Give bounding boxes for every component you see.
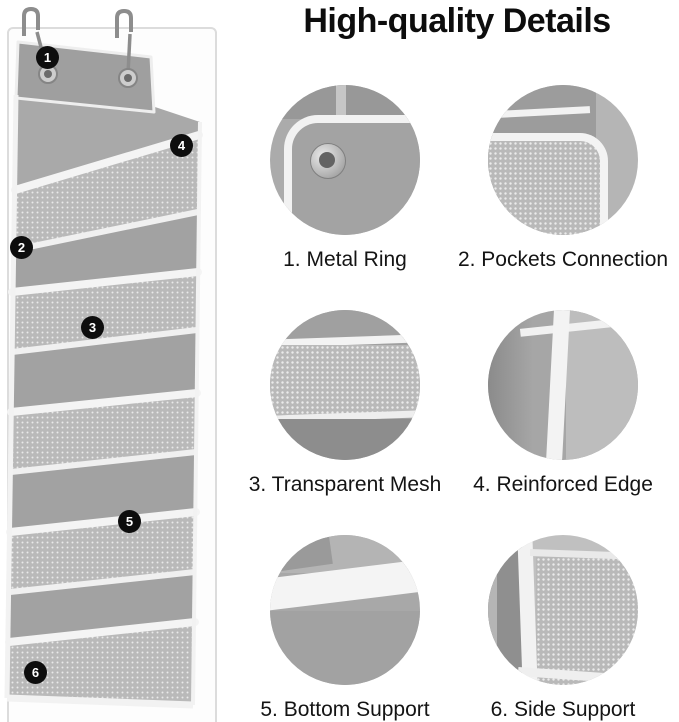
fabric-shadow-area [270, 419, 420, 460]
detail-cell-transparent-mesh: 3. Transparent Mesh [230, 310, 460, 497]
mesh-area [536, 557, 638, 685]
mesh-band-icon [270, 345, 420, 415]
product-photo: 1 2 3 4 5 6 [0, 0, 235, 722]
door-area [488, 535, 497, 685]
hook-strap [336, 85, 346, 121]
detail-cell-metal-ring: 1. Metal Ring [230, 85, 460, 272]
bound-corner [284, 115, 420, 235]
product-illustration [4, 6, 217, 722]
feature-marker-2: 2 [10, 236, 33, 259]
pocket-corner-icon [488, 133, 608, 235]
page-title: High-quality Details [303, 2, 611, 40]
grommet-hole [319, 152, 335, 168]
detail-caption-5: 5. Bottom Support [260, 698, 430, 721]
detail-caption-1: 1. Metal Ring [283, 248, 407, 271]
detail-caption-3: 3. Transparent Mesh [248, 473, 442, 496]
feature-marker-4: 4 [170, 134, 193, 157]
metal-ring-photo [270, 85, 420, 235]
detail-cell-side-support: 6. Side Support [448, 535, 678, 722]
detail-caption-2: 2. Pockets Connection [457, 248, 669, 271]
detail-cell-pockets-connection: 2. Pockets Connection [448, 85, 678, 272]
feature-marker-5: 5 [118, 510, 141, 533]
transparent-mesh-photo [270, 310, 420, 460]
detail-caption-4: 4. Reinforced Edge [473, 473, 653, 496]
feature-marker-1: 1 [36, 46, 59, 69]
fabric-area [270, 611, 420, 685]
bottom-support-photo [270, 535, 420, 685]
reinforced-edge-photo [488, 310, 638, 460]
side-support-photo [488, 535, 638, 685]
detail-cell-bottom-support: 5. Bottom Support [230, 535, 460, 722]
detail-caption-6: 6. Side Support [490, 698, 636, 721]
detail-cell-reinforced-edge: 4. Reinforced Edge [448, 310, 678, 497]
pockets-connection-photo [488, 85, 638, 235]
fabric-area [566, 310, 638, 460]
feature-marker-3: 3 [81, 316, 104, 339]
feature-marker-6: 6 [24, 661, 47, 684]
